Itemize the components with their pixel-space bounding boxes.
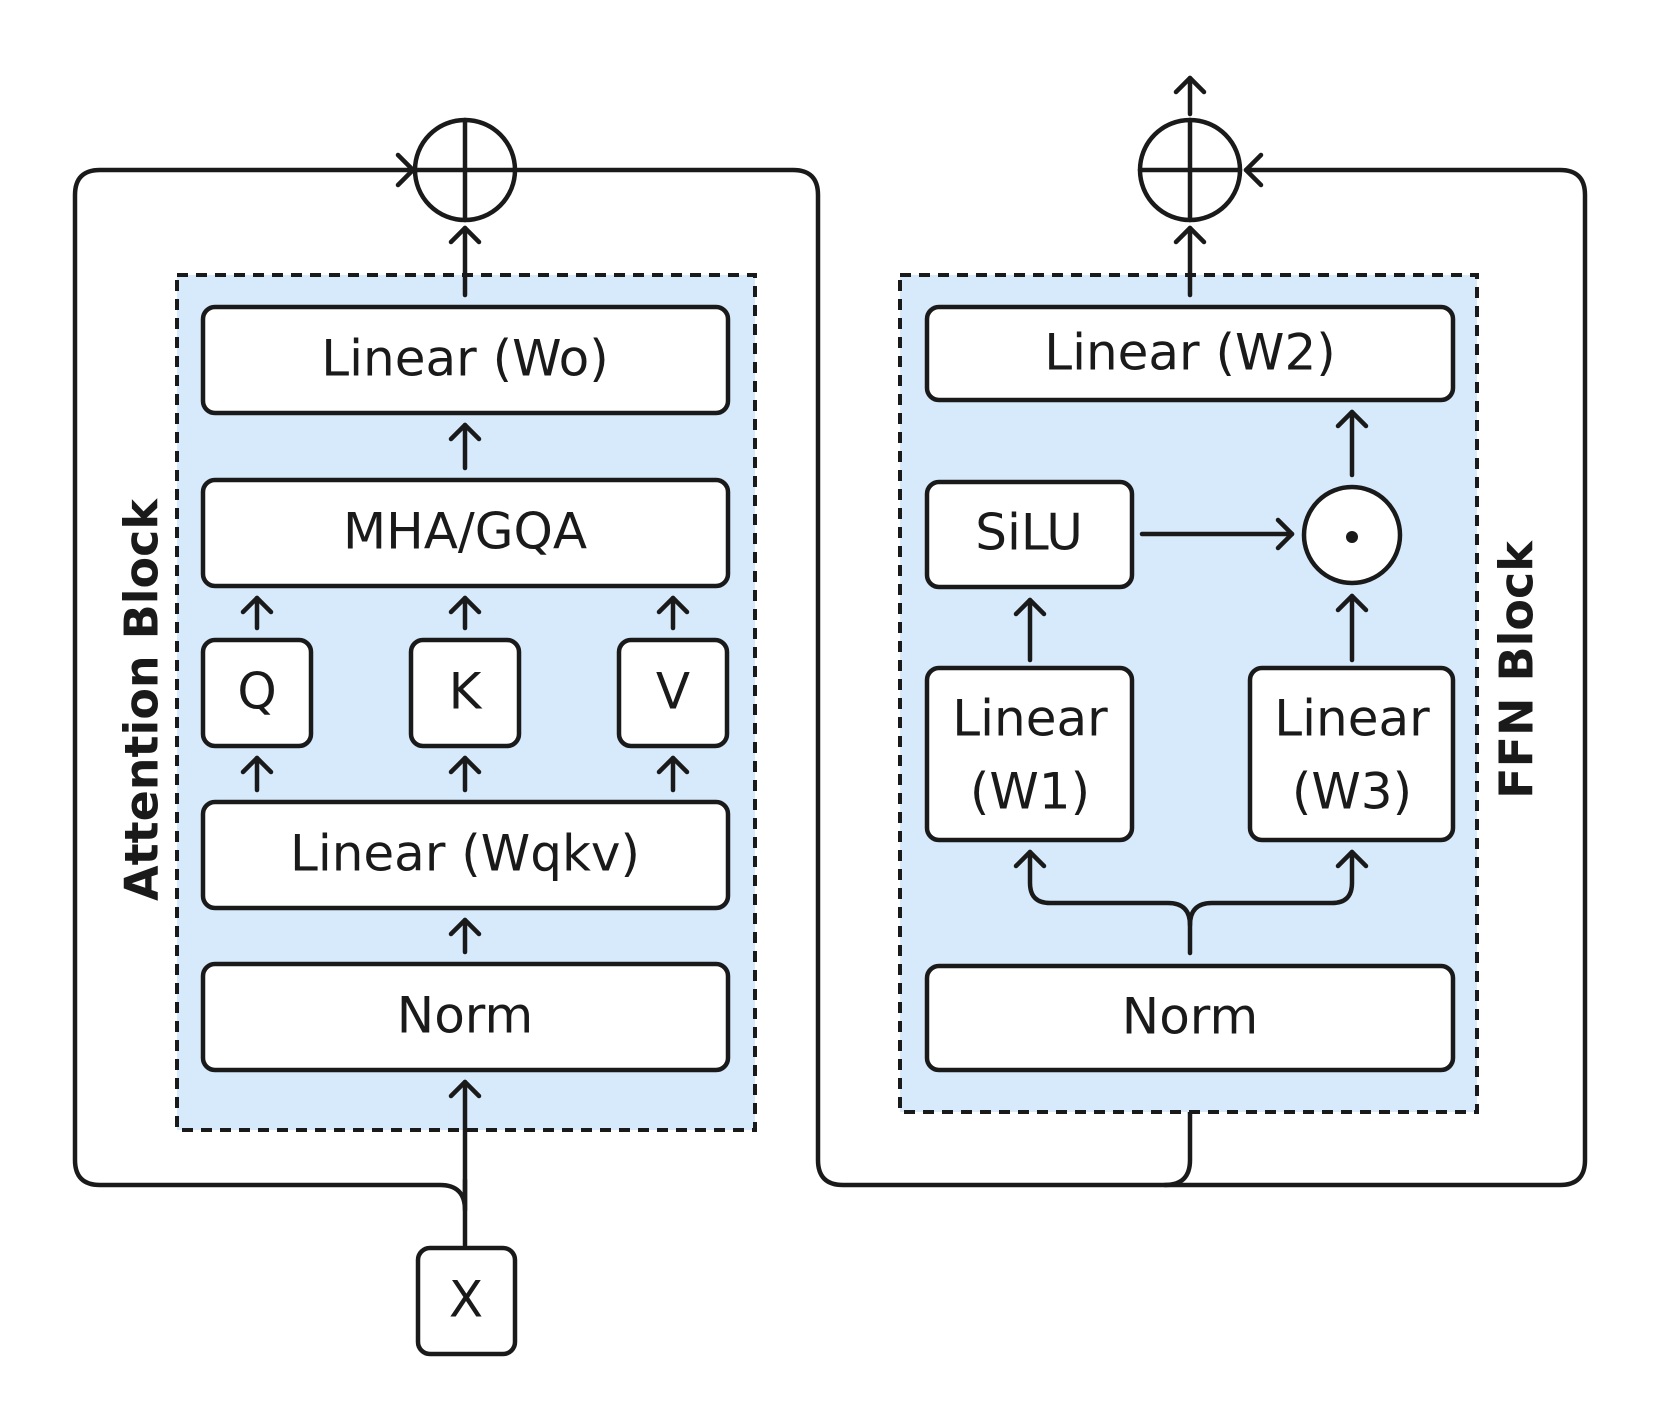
arrow-k-to-mha-head bbox=[448, 595, 482, 615]
arrow-v-to-mha-head bbox=[656, 595, 690, 615]
arrow-wqkv-to-q-head bbox=[240, 755, 274, 775]
arrow-w1-to-silu-head bbox=[1013, 597, 1047, 617]
linear-wo-box bbox=[200, 304, 731, 416]
ffn-residual-connection bbox=[512, 167, 1588, 1188]
mha-gqa-label: MHA/GQA bbox=[343, 503, 587, 561]
q-box bbox=[200, 637, 314, 749]
arrow-norm-to-w1-head bbox=[1013, 849, 1047, 869]
linear-w3-label-line2: (W3) bbox=[1292, 763, 1412, 821]
arrow-wqkv-to-k-head bbox=[448, 755, 482, 775]
linear-w1-box bbox=[924, 665, 1135, 843]
arrow-w3-to-product-head bbox=[1335, 593, 1369, 613]
attention-residual-connection bbox=[72, 167, 468, 1213]
linear-wqkv-label: Linear (Wqkv) bbox=[290, 825, 640, 883]
ffn-norm-label: Norm bbox=[1122, 988, 1258, 1046]
arrow-silu-to-product-head bbox=[1275, 517, 1295, 551]
arrow-w2-to-add-head bbox=[1173, 225, 1207, 245]
silu-label: SiLU bbox=[975, 504, 1083, 562]
arrow-wo-to-add-head bbox=[448, 225, 482, 245]
ffn-input-connection bbox=[1162, 1079, 1193, 1188]
linear-w2-label: Linear (W2) bbox=[1044, 324, 1336, 382]
elementwise-product-dot bbox=[1346, 531, 1358, 543]
mha-gqa-box bbox=[200, 477, 731, 589]
arrow-q-to-mha-head bbox=[240, 595, 274, 615]
linear-w1-label-line1: Linear bbox=[952, 690, 1108, 748]
v-box bbox=[616, 637, 730, 749]
attention-block-title: Attention Block bbox=[115, 498, 169, 901]
attention-norm-box bbox=[200, 961, 731, 1073]
k-label: K bbox=[449, 663, 483, 721]
ffn-residual-arrowhead bbox=[1243, 152, 1264, 188]
silu-box bbox=[924, 479, 1135, 590]
linear-w1-label-line2: (W1) bbox=[970, 763, 1090, 821]
linear-wqkv-box bbox=[200, 799, 731, 911]
v-label: V bbox=[656, 663, 690, 721]
arrow-mha-to-wo-head bbox=[448, 422, 482, 442]
ffn-norm-box bbox=[924, 963, 1456, 1073]
arrow-x-to-norm-head bbox=[448, 1079, 482, 1099]
arrow-wqkv-to-v-head bbox=[656, 755, 690, 775]
input-x-box bbox=[415, 1245, 518, 1357]
arrow-norm-to-w3-head bbox=[1335, 849, 1369, 869]
arrow-output-head bbox=[1173, 75, 1207, 95]
arrow-product-to-w2-head bbox=[1335, 409, 1369, 429]
linear-w2-box bbox=[924, 304, 1456, 403]
arrow-norm-to-wqkv-head bbox=[448, 917, 482, 937]
ffn-split-connector-right bbox=[1187, 849, 1355, 928]
ffn-block-title: FFN Block bbox=[1490, 540, 1544, 799]
q-label: Q bbox=[237, 663, 276, 721]
linear-wo-label: Linear (Wo) bbox=[321, 330, 608, 388]
linear-w3-box bbox=[1247, 665, 1456, 843]
attention-norm-label: Norm bbox=[397, 987, 533, 1045]
input-x-label: X bbox=[449, 1271, 483, 1329]
k-box bbox=[408, 637, 522, 749]
linear-w3-label-line1: Linear bbox=[1274, 690, 1430, 748]
